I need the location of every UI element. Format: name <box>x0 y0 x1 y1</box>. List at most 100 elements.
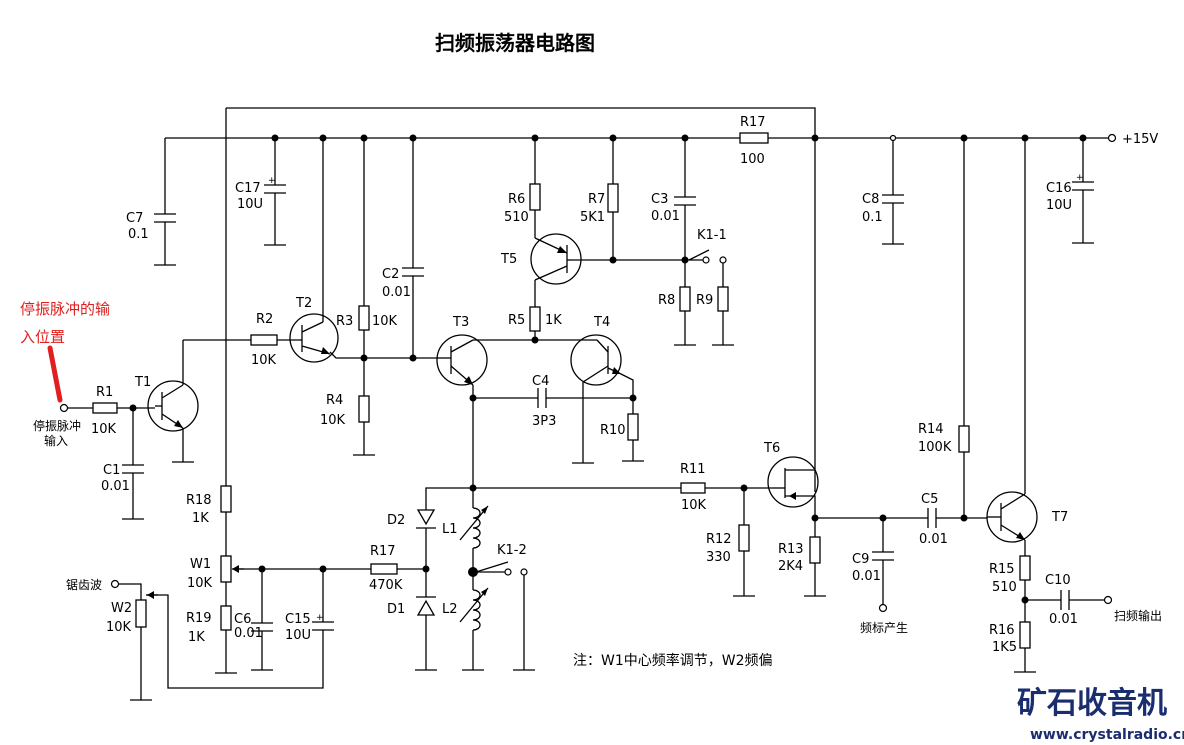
inductors <box>459 505 489 631</box>
transistors <box>147 233 1038 543</box>
label-components-r14-val: 100K <box>918 440 952 455</box>
label-components-r11-ref: R11 <box>680 462 706 477</box>
label-components-c17-val: 10U <box>237 197 263 212</box>
label-components-r6-val: 510 <box>504 210 529 225</box>
label-components-c6-val: 0.01 <box>234 626 263 641</box>
label-components-r7-ref: R7 <box>588 192 605 207</box>
marker-label: 频标产生 <box>860 621 908 635</box>
label-components-t2-ref: T2 <box>295 296 312 311</box>
label-components-r19-val: 1K <box>188 630 205 645</box>
label-components-r11-val: 10K <box>681 498 707 513</box>
svg-text:+: + <box>316 613 324 623</box>
label-components-r2-ref: R2 <box>256 312 273 327</box>
logo-url: www.crystalradio.cn <box>1030 727 1184 743</box>
label-components-r1-val: 10K <box>91 422 117 437</box>
label-components-r17a-ref: R17 <box>740 115 766 130</box>
resistors <box>92 132 1031 649</box>
label-components-r9-ref: R9 <box>696 293 713 308</box>
pot-wipers <box>147 565 244 599</box>
label-components-r16-ref: R16 <box>989 623 1015 638</box>
svg-text:+: + <box>268 176 276 186</box>
label-components-r12-ref: R12 <box>706 532 732 547</box>
label-components-c6-ref: C6 <box>234 612 251 627</box>
label-components-c2-val: 0.01 <box>382 285 411 300</box>
site-logo: 矿石收音机 www.crystalradio.cn <box>1017 686 1184 743</box>
diagram-title: 扫频振荡器电路图 <box>435 31 595 55</box>
stop-input-label-2: 输入 <box>44 433 68 448</box>
label-components-c10-ref: C10 <box>1045 573 1071 588</box>
label-components-c7-val: 0.1 <box>128 227 149 242</box>
label-components-c9-val: 0.01 <box>852 569 881 584</box>
svg-text:+: + <box>1076 173 1084 183</box>
label-components-r14-ref: R14 <box>918 422 944 437</box>
terminals <box>59 133 1117 613</box>
label-components-c9-ref: C9 <box>852 552 869 567</box>
annotation-line-2: 入位置 <box>20 328 65 346</box>
label-components-c10-val: 0.01 <box>1049 612 1078 627</box>
label-components-c15-val: 10U <box>285 628 311 643</box>
label-components-c17-ref: C17 <box>235 181 261 196</box>
label-components-c4-ref: C4 <box>532 374 549 389</box>
label-components-r17a-val: 100 <box>740 152 765 167</box>
label-components-t1-ref: T1 <box>134 375 151 390</box>
label-components-r4-val: 10K <box>320 413 346 428</box>
sawtooth-label: 锯齿波 <box>66 577 102 592</box>
label-components-l1-ref: L1 <box>442 522 458 537</box>
supply-label: +15V <box>1122 132 1158 147</box>
label-components-c1-ref: C1 <box>103 463 120 478</box>
label-components-c2-ref: C2 <box>382 267 399 282</box>
stop-input-label-1: 停振脉冲 <box>33 418 81 433</box>
label-components-c3-ref: C3 <box>651 192 668 207</box>
label-components-c1-val: 0.01 <box>101 479 130 494</box>
switches <box>475 249 727 576</box>
label-components-c4-val: 3P3 <box>532 414 556 429</box>
label-components-r5-ref: R5 <box>508 313 525 328</box>
label-components-t7-ref: T7 <box>1051 510 1068 525</box>
label-components-r2-val: 10K <box>251 353 277 368</box>
label-components-r19-ref: R19 <box>186 611 212 626</box>
wires <box>64 107 1108 701</box>
label-components-r12-val: 330 <box>706 550 731 565</box>
label-components-d2-ref: D2 <box>387 513 405 528</box>
label-components-r17b-val: 470K <box>369 578 403 593</box>
label-components-r15-ref: R15 <box>989 562 1015 577</box>
label-components-r18-ref: R18 <box>186 493 212 508</box>
sweep-output-label: 扫频输出 <box>1114 608 1162 623</box>
label-components-d1-ref: D1 <box>387 602 405 617</box>
label-components-r3-val: 10K <box>372 314 398 329</box>
annotation-line-1: 停振脉冲的输 <box>20 300 110 318</box>
label-components-r6-ref: R6 <box>508 192 525 207</box>
label-components-r17b-ref: R17 <box>370 544 396 559</box>
label-components-c5-ref: C5 <box>921 492 938 507</box>
label-components-r16-val: 1K5 <box>992 640 1017 655</box>
label-components-c16-ref: C16 <box>1046 181 1072 196</box>
component-labels: R1 10K T1 C1 0.01 R2 10K T2 R3 10K R4 10… <box>91 115 1078 655</box>
label-components-r13-val: 2K4 <box>778 559 803 574</box>
label-components-r10-ref: R10 <box>600 423 626 438</box>
capacitors: + + + <box>122 173 1094 632</box>
label-components-r1-ref: R1 <box>96 385 113 400</box>
stop-pulse-annotation: 停振脉冲的输 入位置 <box>20 300 110 403</box>
label-components-c7-ref: C7 <box>126 211 143 226</box>
label-components-t3-ref: T3 <box>452 315 469 330</box>
label-components-r8-ref: R8 <box>658 293 675 308</box>
label-components-l2-ref: L2 <box>442 602 458 617</box>
label-components-c8-ref: C8 <box>862 192 879 207</box>
label-components-k11-ref: K1-1 <box>697 228 727 243</box>
label-components-w1-ref: W1 <box>190 557 211 572</box>
label-components-c15-ref: C15 <box>285 612 311 627</box>
label-components-c5-val: 0.01 <box>919 532 948 547</box>
label-components-r15-val: 510 <box>992 580 1017 595</box>
varactor-diodes <box>416 509 436 616</box>
label-components-c16-val: 10U <box>1046 198 1072 213</box>
logo-text: 矿石收音机 <box>1017 686 1167 721</box>
label-components-t4-ref: T4 <box>593 315 610 330</box>
label-components-t6-ref: T6 <box>763 441 780 456</box>
label-components-c3-val: 0.01 <box>651 209 680 224</box>
label-components-r18-val: 1K <box>192 511 209 526</box>
junction-dots <box>129 134 1087 604</box>
label-components-w1-val: 10K <box>187 576 213 591</box>
label-components-k12-ref: K1-2 <box>497 543 527 558</box>
label-components-r5-val: 1K <box>545 313 562 328</box>
